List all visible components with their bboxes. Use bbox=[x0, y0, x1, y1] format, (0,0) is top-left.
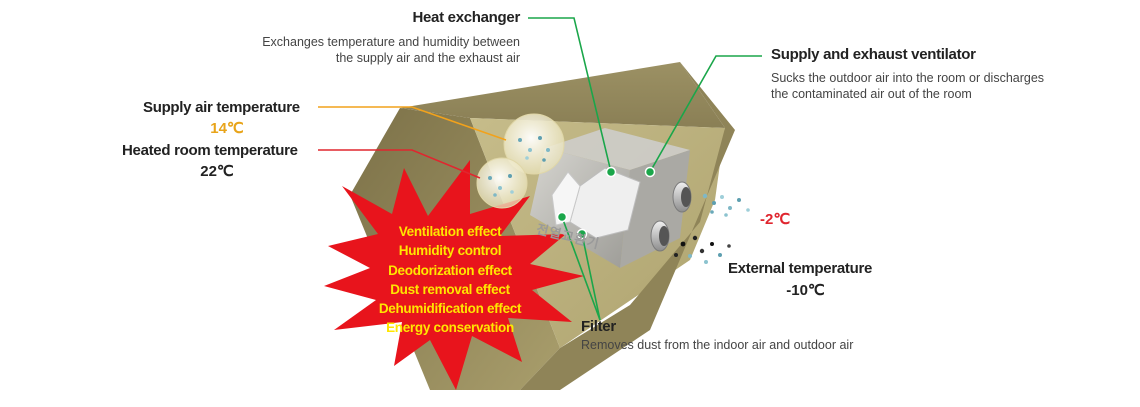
supply-air-leader bbox=[318, 106, 507, 141]
filter-dot-left bbox=[556, 211, 568, 223]
heated-room-value: 22℃ bbox=[200, 163, 234, 180]
heat-exchanger-desc-line1: Exchanges temperature and humidity betwe… bbox=[262, 35, 520, 49]
filter-dot-right bbox=[576, 228, 588, 240]
filter-panel bbox=[551, 171, 581, 226]
filter-leader-left bbox=[561, 216, 601, 321]
ventilation-unit bbox=[530, 128, 692, 268]
unit-top bbox=[545, 128, 690, 170]
room-right-wall bbox=[520, 62, 735, 390]
ventilator-desc-line1: Sucks the outdoor air into the room or d… bbox=[771, 71, 1045, 85]
ventilator-dot bbox=[644, 166, 656, 178]
effect-item: Ventilation effect bbox=[398, 224, 502, 239]
filter-title: Filter bbox=[581, 318, 616, 335]
heat-exchanger-desc: Exchanges temperature and humidity betwe… bbox=[262, 34, 520, 66]
leader-lines bbox=[318, 17, 762, 321]
heated-room-bubble bbox=[476, 157, 528, 209]
ventilator-leader bbox=[649, 55, 762, 173]
supply-air-bubble bbox=[503, 113, 565, 175]
ventilator-title: Supply and exhaust ventilator bbox=[771, 46, 976, 63]
leader-dots bbox=[556, 166, 656, 240]
ventilator-desc: Sucks the outdoor air into the room or d… bbox=[771, 70, 1044, 102]
filter-desc: Removes dust from the indoor air and out… bbox=[581, 338, 854, 352]
effects-list: Ventilation effect Humidity control Deod… bbox=[330, 222, 570, 338]
effect-item: Deodorization effect bbox=[388, 262, 512, 278]
external-temp-value: -10℃ bbox=[786, 282, 825, 299]
unit-side bbox=[620, 150, 690, 268]
heated-room-title: Heated room temperature bbox=[122, 142, 298, 159]
heat-exchanger-leader bbox=[528, 17, 612, 173]
supply-air-title: Supply air temperature bbox=[143, 99, 300, 116]
room-back-wall bbox=[400, 62, 725, 128]
heated-room-leader bbox=[318, 149, 481, 179]
supply-air-value: 14℃ bbox=[210, 120, 244, 137]
duct-lower-opening bbox=[659, 226, 669, 246]
effect-item: Dust removal effect bbox=[390, 281, 510, 297]
effect-item: Humidity control bbox=[398, 243, 502, 259]
air-particles bbox=[674, 193, 750, 264]
effects-burst bbox=[324, 160, 584, 390]
duct-upper-opening bbox=[681, 187, 691, 207]
external-temp-title: External temperature bbox=[728, 260, 873, 277]
effect-item: Dehumidification effect bbox=[378, 301, 522, 317]
heat-exchanger-desc-line2: the supply air and the exhaust air bbox=[335, 51, 520, 65]
ventilator-desc-line2: the contaminated air out of the room bbox=[771, 87, 972, 101]
heat-exchanger-title: Heat exchanger bbox=[412, 9, 520, 26]
bubble-particles bbox=[488, 136, 550, 197]
effect-item: Energy conservation bbox=[386, 320, 514, 336]
heat-exchanger-dot bbox=[605, 166, 617, 178]
filter-leader-right bbox=[581, 233, 601, 321]
outflow-temp-value: -2℃ bbox=[760, 211, 791, 228]
